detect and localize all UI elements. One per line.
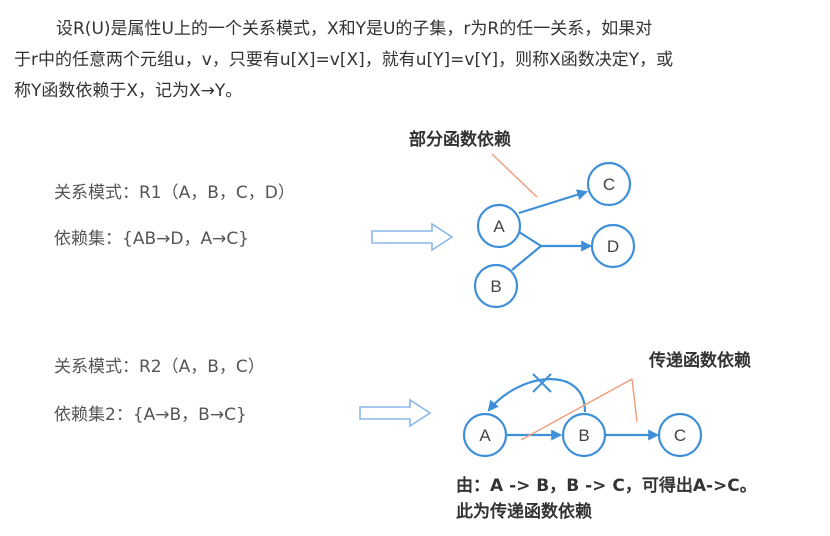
node-a-transitive: A: [462, 412, 508, 458]
transitive-callout-line-2: [631, 378, 638, 423]
svg-text:B: B: [490, 277, 501, 296]
node-d-partial: D: [590, 223, 636, 269]
definition-text: 设R(U)是属性U上的一个关系模式，X和Y是U的子集，r为R的任一关系，如果对 …: [14, 14, 816, 107]
edge-b-to-a-curved: [487, 378, 587, 413]
definition-line-3: 称Y函数依赖于X，记为X→Y。: [14, 81, 243, 101]
svg-text:A: A: [479, 426, 491, 445]
node-a-partial: A: [476, 203, 522, 249]
node-b-partial: B: [473, 263, 519, 309]
node-c-transitive: C: [657, 412, 703, 458]
transitive-callout-line-1: [520, 378, 633, 441]
node-b-transitive: B: [561, 412, 607, 458]
implies-arrow-1: [371, 222, 454, 252]
definition-line-1: 设R(U)是属性U上的一个关系模式，X和Y是U的子集，r为R的任一关系，如果对: [56, 19, 653, 39]
partial-dependency-title: 部分函数依赖: [409, 130, 511, 150]
svg-text:D: D: [607, 237, 619, 256]
svg-text:C: C: [603, 175, 615, 194]
definition-line-2: 于r中的任意两个元组u，v，只要有u[X]=v[X]，就有u[Y]=v[Y]，则…: [14, 50, 674, 70]
svg-text:B: B: [578, 426, 589, 445]
r2-dependency-set-label: 依赖集2：{A→B，B→C}: [54, 405, 247, 425]
implies-arrow-2: [359, 398, 432, 428]
r1-dependency-set-label: 依赖集：{AB→D，A→C}: [54, 229, 250, 249]
transitive-explanation: 由：A -> B，B -> C，可得出A->C。 此为传递函数依赖: [456, 473, 757, 525]
node-c-partial: C: [586, 161, 632, 207]
r1-schema-label: 关系模式：R1（A，B，C，D）: [54, 183, 295, 203]
cross-mark-icon: [532, 373, 552, 393]
edge-a-to-c: [518, 189, 589, 215]
transitive-explanation-line-1: 由：A -> B，B -> C，可得出A->C。: [456, 476, 757, 496]
r2-schema-label: 关系模式：R2（A，B，C）: [54, 357, 265, 377]
partial-callout-line: [491, 153, 538, 198]
transitive-explanation-line-2: 此为传递函数依赖: [456, 502, 592, 522]
svg-text:C: C: [674, 426, 686, 445]
svg-text:A: A: [493, 217, 505, 236]
transitive-dependency-title: 传递函数依赖: [649, 351, 751, 371]
